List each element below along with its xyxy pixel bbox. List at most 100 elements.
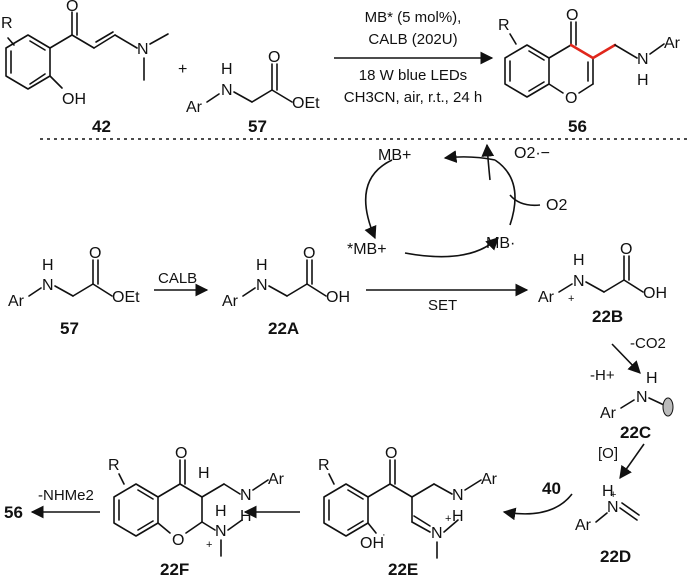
carbonyl-oxygen: O <box>66 0 78 15</box>
h-22E: H <box>452 508 464 525</box>
dimethylamine-loss: -NHMe2 <box>38 487 94 504</box>
label-22B: 22B <box>592 307 623 326</box>
label-22E: 22E <box>388 560 418 579</box>
oxidation-arrow <box>619 443 645 480</box>
mb-radical: MB· <box>486 235 515 252</box>
o-57: O <box>89 245 101 262</box>
set-label: SET <box>428 297 457 314</box>
label-22A: 22A <box>268 319 299 338</box>
aryl-22A: Ar <box>222 293 239 310</box>
cycle-arrow-left <box>364 159 393 240</box>
h-22B: H <box>573 252 585 269</box>
photocatalytic-cycle: MB+ *MB+ MB· O2 O2·− <box>347 143 567 258</box>
oxygen: O2 <box>546 197 567 214</box>
compound-22F: R O H N H Ar O N H + 22F <box>108 445 285 579</box>
iminium-plus: + <box>610 489 616 501</box>
amine-h: H <box>221 61 233 78</box>
label-22D: 22D <box>600 547 631 566</box>
condition-solvent: CH3CN, air, r.t., 24 h <box>344 89 482 106</box>
compound-57-top: Ar N H O OEt 57 <box>186 49 320 136</box>
aryl-group-56: Ar <box>664 35 681 52</box>
ester-carbonyl-o: O <box>268 49 280 66</box>
condition-catalyst: MB* (5 mol%), <box>365 9 462 26</box>
mb-plus-top: MB+ <box>378 147 411 164</box>
mb-excited: *MB+ <box>347 241 387 258</box>
label-57-mech: 57 <box>60 319 79 338</box>
compound-22C: Ar N H 22C <box>600 370 674 442</box>
nh-h-22F: H <box>240 508 252 525</box>
aryl-57: Ar <box>8 293 25 310</box>
o2-uptake-arrow <box>509 194 541 207</box>
n-22C: N <box>636 389 648 406</box>
label-22F: 22F <box>160 560 189 579</box>
h-22A: H <box>256 257 268 274</box>
compound-42: R O N OH 42 <box>1 0 169 136</box>
superoxide: O2·− <box>514 145 550 162</box>
ethoxy-group: OEt <box>292 95 320 112</box>
co2-loss: -CO2 <box>630 335 666 352</box>
radical-orbital <box>662 397 674 417</box>
label-57-top: 57 <box>248 117 267 136</box>
r-substituent-56: R <box>498 17 510 34</box>
decarboxylation-arrow <box>611 343 641 374</box>
addition-arrow <box>502 493 573 521</box>
amine-n: N <box>221 82 233 99</box>
r-substituent: R <box>1 15 13 32</box>
iminium-plus-22E: + <box>445 513 451 525</box>
compound-22B: Ar N H + O OH 22B <box>538 241 667 326</box>
oh-22B: OH <box>643 285 667 302</box>
r-22E: R <box>318 457 330 474</box>
n-22F: N <box>240 487 252 504</box>
cycle-arrow-top <box>443 150 496 163</box>
condition-light: 18 W blue LEDs <box>359 67 467 84</box>
condition-enzyme: CALB (202U) <box>368 31 457 48</box>
pyranone-o: O <box>565 90 577 107</box>
n-22E: N <box>452 487 464 504</box>
phenol-oh-22E: OH <box>360 535 384 552</box>
compound-22A: Ar N H O OH 22A <box>222 245 350 338</box>
aryl-22C: Ar <box>600 405 617 422</box>
iminium-n-22D: N <box>607 499 619 516</box>
radical-cation-22B: + <box>568 293 574 305</box>
phenol-oh: OH <box>62 91 86 108</box>
dimethylamino-n: N <box>137 41 149 58</box>
compound-22D: Ar N + H 22D <box>575 483 640 566</box>
o-22A: O <box>303 245 315 262</box>
iminium-n-22E: N <box>431 525 443 542</box>
n-57: N <box>42 277 54 294</box>
amine-n-56: N <box>637 51 649 68</box>
ring-o-22F: O <box>172 532 184 549</box>
chromone-o: O <box>566 7 578 24</box>
ammonium-plus-22F: + <box>206 539 212 551</box>
h-57: H <box>42 257 54 274</box>
h-22F: H <box>198 465 210 482</box>
amine-h-56: H <box>637 72 649 89</box>
o-22B: O <box>620 241 632 258</box>
o2-release-arrow <box>481 143 495 181</box>
label-56-top: 56 <box>568 117 587 136</box>
aryl-22F: Ar <box>268 471 285 488</box>
r-22F: R <box>108 457 120 474</box>
calb-label: CALB <box>158 270 197 287</box>
aryl-22B: Ar <box>538 289 555 306</box>
n-22A: N <box>256 277 268 294</box>
label-40: 40 <box>542 479 561 498</box>
n-22B: N <box>573 273 585 290</box>
h-22C: H <box>646 370 658 387</box>
compound-56: R O O N H Ar 56 <box>498 7 681 136</box>
oet-57: OEt <box>112 289 140 306</box>
lone-pair-22E: · <box>382 529 386 541</box>
compound-22E: R O N H Ar N + OH · 22E <box>318 445 498 579</box>
ketone-o-22F: O <box>175 445 187 462</box>
compound-57-mech: Ar N H O OEt 57 <box>8 245 140 338</box>
label-42: 42 <box>92 117 111 136</box>
plus-sign: + <box>178 61 187 78</box>
cycle-arrow-bottom <box>404 237 499 258</box>
label-22C: 22C <box>620 423 651 442</box>
ammonium-n-22F: N <box>215 523 227 540</box>
h-22D: H <box>602 483 614 500</box>
ketone-o-22E: O <box>385 445 397 462</box>
oxidation-label: [O] <box>598 445 618 462</box>
